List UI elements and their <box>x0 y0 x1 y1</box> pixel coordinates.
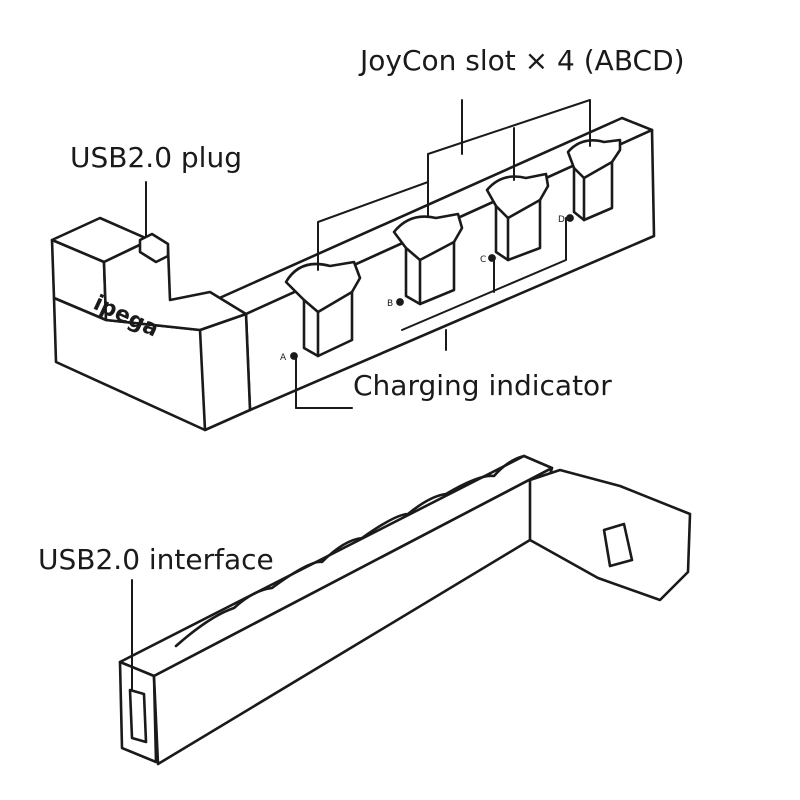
dock-top-view <box>50 116 656 432</box>
usb-connector <box>602 522 634 568</box>
indicator-d <box>566 214 574 222</box>
usb-plug <box>138 232 170 264</box>
usb-interface-port <box>128 688 148 744</box>
charging-indicator-label: Charging indicator <box>353 369 612 402</box>
usb-interface-label: USB2.0 interface <box>38 543 274 576</box>
slot-d <box>566 138 622 222</box>
slot-letter-c: C <box>480 255 486 265</box>
dock-back-view <box>118 454 692 766</box>
indicator-b <box>396 298 404 306</box>
usb-plug-label: USB2.0 plug <box>70 141 242 174</box>
slot-letter-b: B <box>387 299 393 309</box>
joycon-slots-label: JoyCon slot × 4 (ABCD) <box>360 44 685 77</box>
slot-c <box>485 172 550 262</box>
slot-letter-a: A <box>280 353 287 363</box>
slot-letter-d: D <box>558 215 565 225</box>
